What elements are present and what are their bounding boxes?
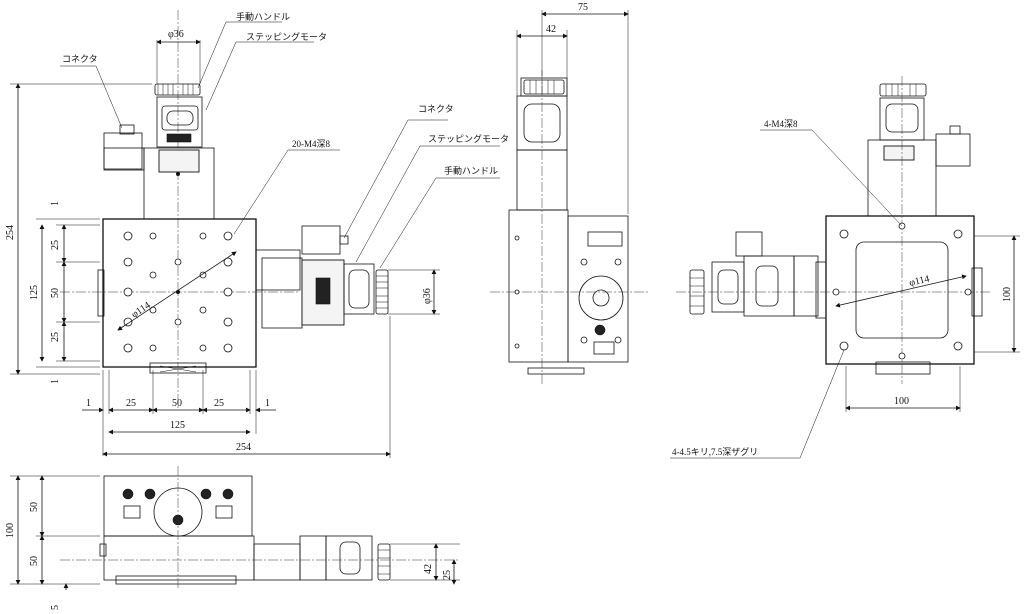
right-view: φ114 4-M4深8 4-4.5キリ,7.5深ザグリ 100 100 xyxy=(670,76,1020,459)
dim-phi114-main: φ114 xyxy=(130,300,153,321)
dim-phi36-top: φ36 xyxy=(168,29,184,40)
label-side-motor: ステッピングモータ xyxy=(428,133,509,144)
label-top-handle: 手動ハンドル xyxy=(236,11,290,22)
label-right-counterbore: 4-4.5キリ,7.5深ザグリ xyxy=(672,446,758,457)
front-view: 75 42 xyxy=(490,2,650,385)
handle-knob-icon xyxy=(377,543,391,581)
label-top-motor: ステッピングモータ xyxy=(246,31,327,42)
dim-r100v: 100 xyxy=(1002,287,1013,302)
dim-w125: 125 xyxy=(170,420,185,431)
dim-b5: 5 xyxy=(50,605,61,610)
handle-knob-icon xyxy=(879,83,927,97)
dim-w254: 254 xyxy=(236,442,251,453)
dim-b50a: 50 xyxy=(29,502,40,512)
dim-r100h: 100 xyxy=(894,396,909,407)
label-side-connector: コネクタ xyxy=(418,104,454,114)
connector-icon xyxy=(103,124,145,171)
handle-knob-icon xyxy=(523,79,565,95)
handle-knob-icon xyxy=(154,83,201,96)
label-holes-main: 20-M4深8 xyxy=(292,139,330,149)
dim-phi36-side: φ36 xyxy=(422,288,433,304)
dim-w25b: 25 xyxy=(214,398,224,409)
dim-h50: 50 xyxy=(50,288,61,298)
dim-w50: 50 xyxy=(172,398,182,409)
dim-h1b: 1 xyxy=(50,379,61,384)
dim-h1a: 1 xyxy=(50,201,61,206)
handle-knob-icon xyxy=(375,269,389,315)
label-top-connector: コネクタ xyxy=(62,54,98,64)
dim-h25a: 25 xyxy=(50,240,61,250)
dim-b100: 100 xyxy=(5,523,16,538)
bottom-side-view: 100 50 50 5 42 25 xyxy=(5,466,460,610)
main-top-view: φ114 20-M4深8 手動ハンドル ステッピングモータ コネクタ コネクタ … xyxy=(5,10,509,458)
dim-h25b: 25 xyxy=(50,332,61,342)
label-side-handle: 手動ハンドル xyxy=(444,165,498,176)
dim-h125: 125 xyxy=(29,285,40,300)
dim-d42: 42 xyxy=(546,24,556,35)
dim-b42: 42 xyxy=(423,564,434,574)
dim-w1b: 1 xyxy=(265,398,270,409)
dim-b25: 25 xyxy=(442,570,453,580)
dim-w25a: 25 xyxy=(126,398,136,409)
dim-d75: 75 xyxy=(578,2,588,13)
dim-b50b: 50 xyxy=(29,556,40,566)
dim-phi114-right: φ114 xyxy=(908,274,930,289)
label-right-holes: 4-M4深8 xyxy=(764,119,798,129)
dim-w1a: 1 xyxy=(86,398,91,409)
dim-h254: 254 xyxy=(5,225,16,240)
